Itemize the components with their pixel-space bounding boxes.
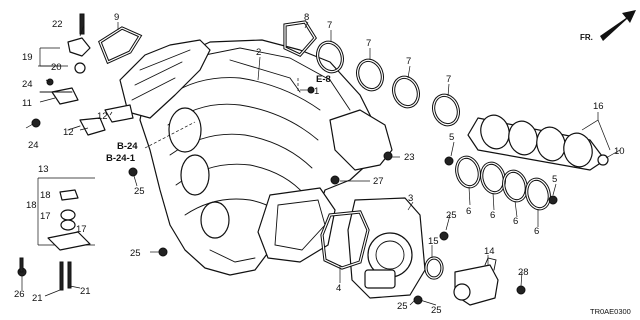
callout-25b: 25 [130, 248, 141, 259]
gasket-9 [98, 26, 143, 65]
callout-7d: 7 [446, 74, 451, 85]
callout-12a: 12 [63, 127, 74, 138]
callout-5b: 5 [552, 174, 557, 185]
callout-6d: 6 [534, 226, 539, 237]
callout-14: 14 [484, 246, 495, 257]
callout-21b: 21 [80, 286, 91, 297]
callout-22: 22 [52, 19, 63, 30]
callout-25a: 25 [134, 186, 145, 197]
callout-27: 27 [373, 176, 384, 187]
direction-label: FR. [580, 33, 593, 42]
callout-13: 13 [38, 164, 49, 175]
callout-20: 20 [51, 62, 62, 73]
callout-25c: 25 [446, 210, 457, 221]
callout-21a: 21 [32, 293, 43, 304]
callout-6b: 6 [490, 210, 495, 221]
callout-26: 26 [14, 289, 25, 300]
fasteners [17, 78, 558, 305]
callout-5a: 5 [449, 132, 454, 143]
callout-7b: 7 [366, 38, 371, 49]
callout-25e: 25 [431, 305, 442, 316]
actuator [453, 257, 499, 306]
callout-3: 3 [408, 193, 413, 204]
intake-manifold [139, 39, 393, 276]
callout-11: 11 [22, 98, 32, 109]
gasket-8 [283, 20, 317, 57]
sensor-assembly [39, 13, 91, 105]
callout-4: 4 [336, 283, 341, 294]
ref-b24: B-24 [117, 141, 138, 152]
callout-6c: 6 [513, 216, 518, 227]
o-ring-15 [424, 256, 444, 280]
port-gaskets-7 [316, 40, 460, 127]
leader-lines [21, 21, 621, 306]
diagram-code: TR0AE0300 [590, 307, 631, 316]
gasket-4 [320, 210, 370, 270]
callout-24a: 24 [22, 79, 33, 90]
callout-24b: 24 [28, 140, 39, 151]
throttle-body [347, 197, 426, 299]
callout-10: 10 [614, 146, 625, 157]
callout-2: 2 [256, 47, 261, 58]
front-direction-arrow-icon [600, 10, 636, 41]
variable-intake-assembly [467, 114, 609, 171]
callout-23: 23 [404, 152, 415, 163]
callout-1: 1 [314, 86, 319, 97]
callout-18b: 18 [26, 200, 37, 211]
callout-7a: 7 [327, 20, 332, 31]
callout-19: 19 [22, 52, 33, 63]
callout-18a: 18 [40, 190, 51, 201]
manifold-cover [119, 39, 211, 119]
ref-e8: E-8 [316, 74, 331, 85]
callout-15: 15 [428, 236, 439, 247]
callout-17b: 17 [76, 224, 87, 235]
callout-7c: 7 [406, 56, 411, 67]
gaskets-6 [455, 155, 551, 211]
callout-25d: 25 [397, 301, 408, 312]
ref-b24-1: B-24-1 [106, 153, 136, 164]
callout-8: 8 [304, 12, 309, 23]
callout-17a: 17 [40, 211, 51, 222]
callout-9: 9 [114, 12, 119, 23]
callout-6a: 6 [466, 206, 471, 217]
group-13-box [37, 177, 95, 251]
brackets-12 [67, 104, 134, 136]
callout-16: 16 [593, 101, 604, 112]
callout-28: 28 [518, 267, 529, 278]
callout-12b: 12 [97, 111, 108, 122]
